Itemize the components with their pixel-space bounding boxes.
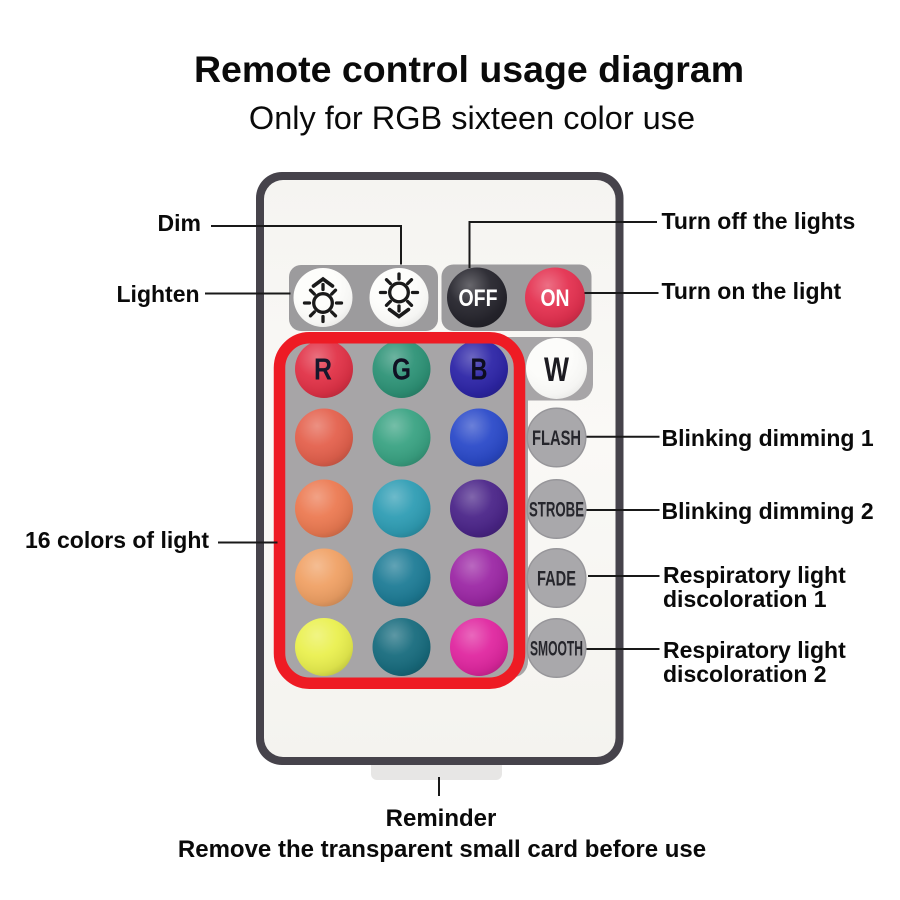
svg-text:B: B bbox=[471, 352, 488, 387]
svg-text:SMOOTH: SMOOTH bbox=[530, 638, 583, 661]
svg-text:ON: ON bbox=[541, 285, 570, 312]
svg-text:FADE: FADE bbox=[537, 568, 576, 591]
svg-text:OFF: OFF bbox=[459, 285, 498, 312]
svg-text:G: G bbox=[392, 352, 411, 387]
svg-text:FLASH: FLASH bbox=[532, 427, 581, 450]
svg-text:R: R bbox=[314, 352, 332, 387]
svg-text:STROBE: STROBE bbox=[529, 499, 584, 522]
svg-text:W: W bbox=[544, 351, 570, 389]
